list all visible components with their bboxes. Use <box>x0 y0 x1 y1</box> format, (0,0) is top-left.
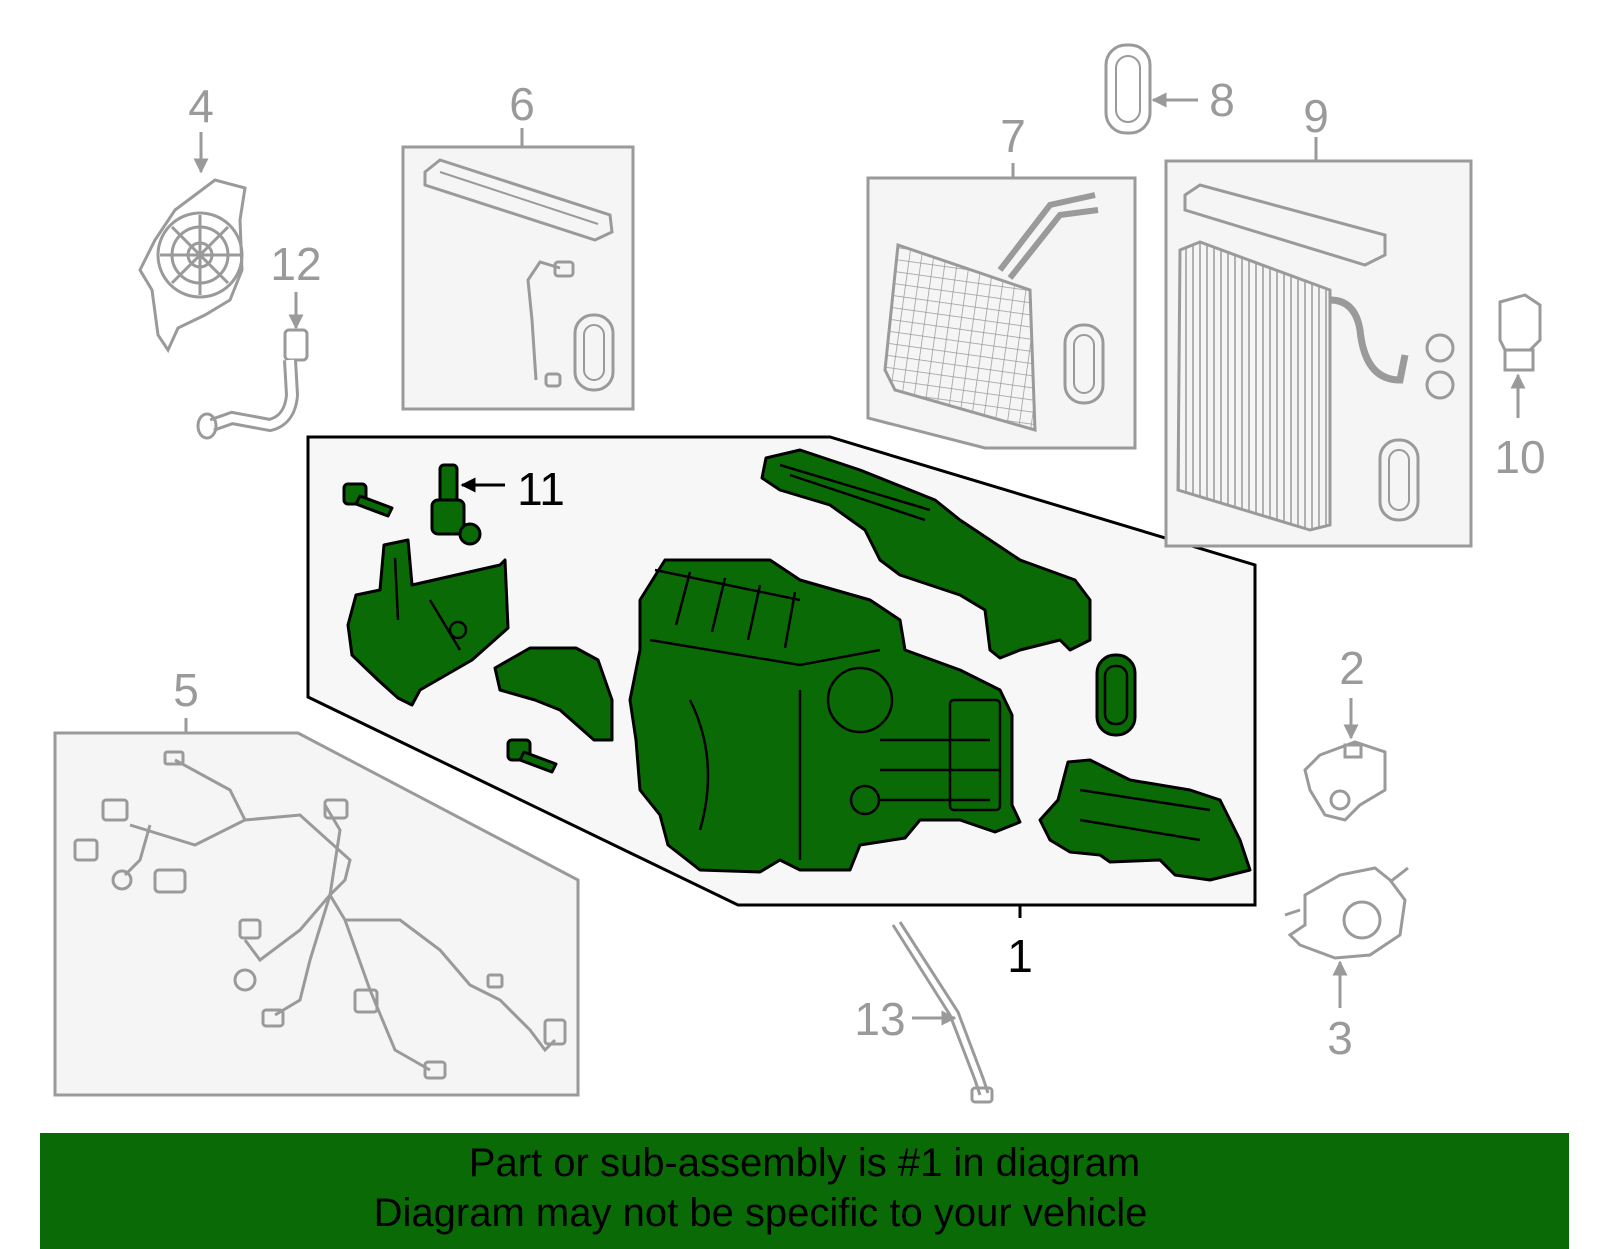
rod-part-13 <box>891 921 994 1104</box>
hvac-housing <box>628 558 1022 874</box>
left-bracket <box>346 538 510 707</box>
seal-part-8 <box>1104 43 1152 135</box>
callout-6[interactable]: 6 <box>509 78 535 130</box>
seal-ring <box>1095 653 1137 737</box>
actuator-part-2 <box>1303 740 1387 822</box>
sensor-part-10 <box>1498 293 1542 372</box>
hvac-housing-details <box>393 463 1211 860</box>
motor-part-3 <box>1284 866 1409 960</box>
callout-11[interactable]: 11 <box>517 463 565 515</box>
callout-5[interactable]: 5 <box>173 664 199 716</box>
callout-13[interactable]: 13 <box>854 993 905 1045</box>
screw-icon <box>506 738 558 774</box>
duct-piece-small <box>493 646 614 742</box>
blower-cover-part-4 <box>138 178 247 354</box>
right-duct <box>1038 758 1252 882</box>
wire-harness-panel-5 <box>53 731 580 1097</box>
filter-kit-panel-6 <box>401 145 635 411</box>
callout-1[interactable]: 1 <box>1007 930 1033 982</box>
callout-8[interactable]: 8 <box>1209 74 1235 126</box>
hvac-unit-assembly[interactable] <box>342 448 1252 882</box>
sensor-part-11 <box>430 463 482 546</box>
drain-hose-part-12 <box>196 328 309 440</box>
callout-3[interactable]: 3 <box>1327 1012 1353 1064</box>
callout-labels: 4 6 12 7 8 9 10 11 2 5 1 13 3 <box>173 74 1545 1064</box>
top-duct <box>760 448 1092 660</box>
heater-core-panel-7 <box>866 176 1137 450</box>
leader-lines <box>184 92 1526 1026</box>
evaporator-panel-9 <box>1164 159 1473 548</box>
callout-9[interactable]: 9 <box>1303 90 1329 142</box>
callout-4[interactable]: 4 <box>188 80 214 132</box>
screw-icon <box>342 482 394 518</box>
banner-line-1: Part or sub-assembly is #1 in diagram <box>468 1141 1141 1185</box>
callout-2[interactable]: 2 <box>1339 642 1365 694</box>
callout-12[interactable]: 12 <box>270 238 321 290</box>
callout-10[interactable]: 10 <box>1494 431 1545 483</box>
banner-line-2: Diagram may not be specific to your vehi… <box>373 1191 1148 1235</box>
callout-7[interactable]: 7 <box>1000 110 1026 162</box>
info-banner: Part or sub-assembly is #1 in diagram Di… <box>40 1133 1569 1249</box>
